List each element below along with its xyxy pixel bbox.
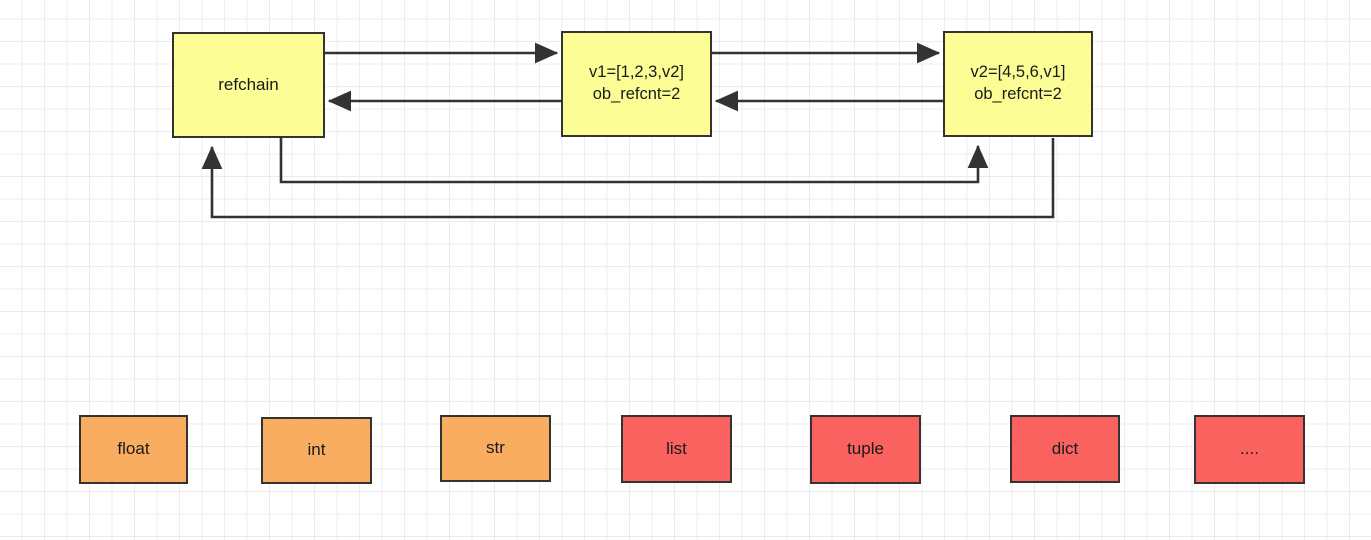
node-str[interactable]: str xyxy=(440,415,551,482)
node-v1[interactable]: v1=[1,2,3,v2] ob_refcnt=2 xyxy=(561,31,712,137)
node-etc[interactable]: .... xyxy=(1194,415,1305,484)
node-dict[interactable]: dict xyxy=(1010,415,1120,483)
edge-v2-to-refchain-bottom xyxy=(201,138,1055,219)
node-tuple-label: tuple xyxy=(847,439,884,459)
node-v2-label-line2: ob_refcnt=2 xyxy=(974,85,1062,103)
node-list-label: list xyxy=(666,438,687,458)
node-refchain-label: refchain xyxy=(218,74,279,94)
node-v2[interactable]: v2=[4,5,6,v1] ob_refcnt=2 xyxy=(943,31,1093,137)
edge-refchain-to-v2-bottom xyxy=(279,138,989,184)
node-tuple[interactable]: tuple xyxy=(810,415,921,484)
node-list[interactable]: list xyxy=(621,415,732,483)
node-v2-label-line1: v2=[4,5,6,v1] xyxy=(970,63,1066,82)
node-int[interactable]: int xyxy=(261,417,372,484)
node-v1-label-line1: v1=[1,2,3,v2] xyxy=(589,63,684,82)
node-refchain[interactable]: refchain xyxy=(172,32,325,138)
node-str-label: str xyxy=(486,438,505,458)
node-v1-label-line2: ob_refcnt=2 xyxy=(592,85,681,103)
node-float-label: float xyxy=(117,439,150,459)
node-dict-label: dict xyxy=(1051,438,1079,458)
node-float[interactable]: float xyxy=(79,415,188,484)
node-etc-label: .... xyxy=(1240,439,1259,459)
node-int-label: int xyxy=(307,440,326,460)
